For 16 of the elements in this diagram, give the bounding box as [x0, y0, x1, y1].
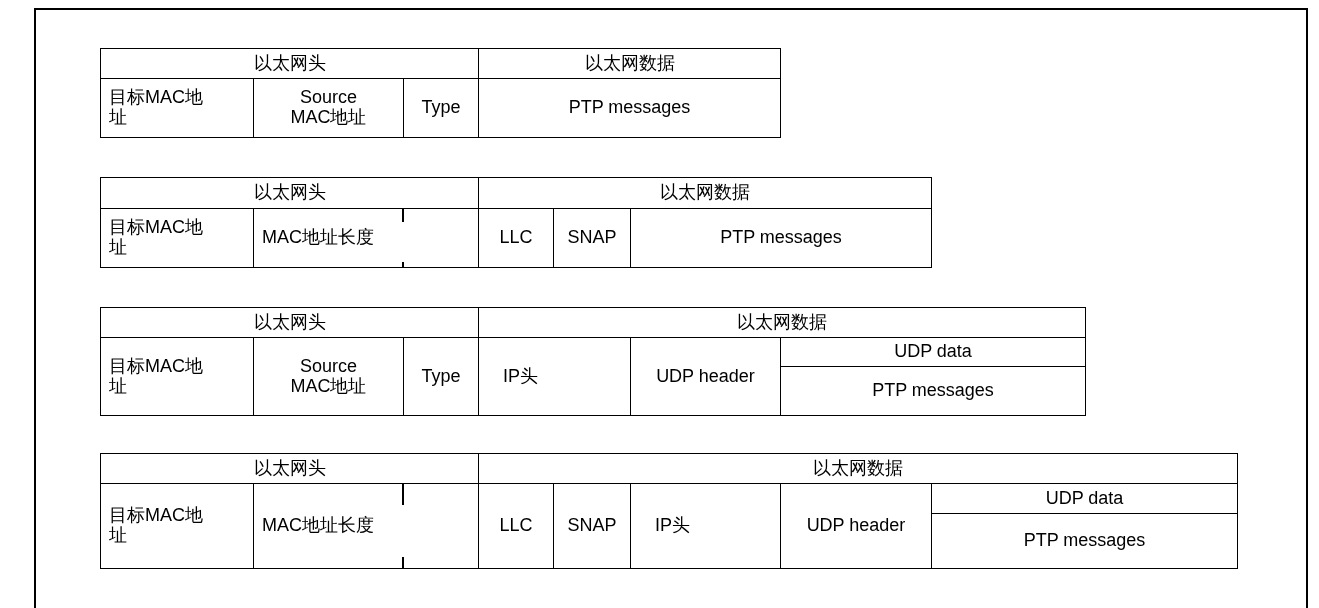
header-cell: 以太网数据: [478, 453, 1238, 484]
header-cell: 以太网数据: [478, 177, 932, 209]
field-cell: 目标MAC地址: [100, 208, 254, 268]
header-cell: 以太网头: [100, 453, 479, 484]
field-cell: 目标MAC地址: [100, 337, 254, 416]
header-cell: 以太网头: [100, 177, 479, 209]
field-cell: 目标MAC地址: [100, 483, 254, 569]
field-cell: PTP messages: [780, 366, 1086, 416]
field-cell: PTP messages: [630, 208, 932, 268]
field-cell: 目标MAC地址: [100, 78, 254, 138]
field-cell: PTP messages: [478, 78, 781, 138]
header-cell: 以太网数据: [478, 307, 1086, 338]
header-cell: 以太网头: [100, 307, 479, 338]
header-cell: 以太网头: [100, 48, 479, 79]
field-cell: PTP messages: [931, 513, 1238, 569]
header-cell: 以太网数据: [478, 48, 781, 79]
